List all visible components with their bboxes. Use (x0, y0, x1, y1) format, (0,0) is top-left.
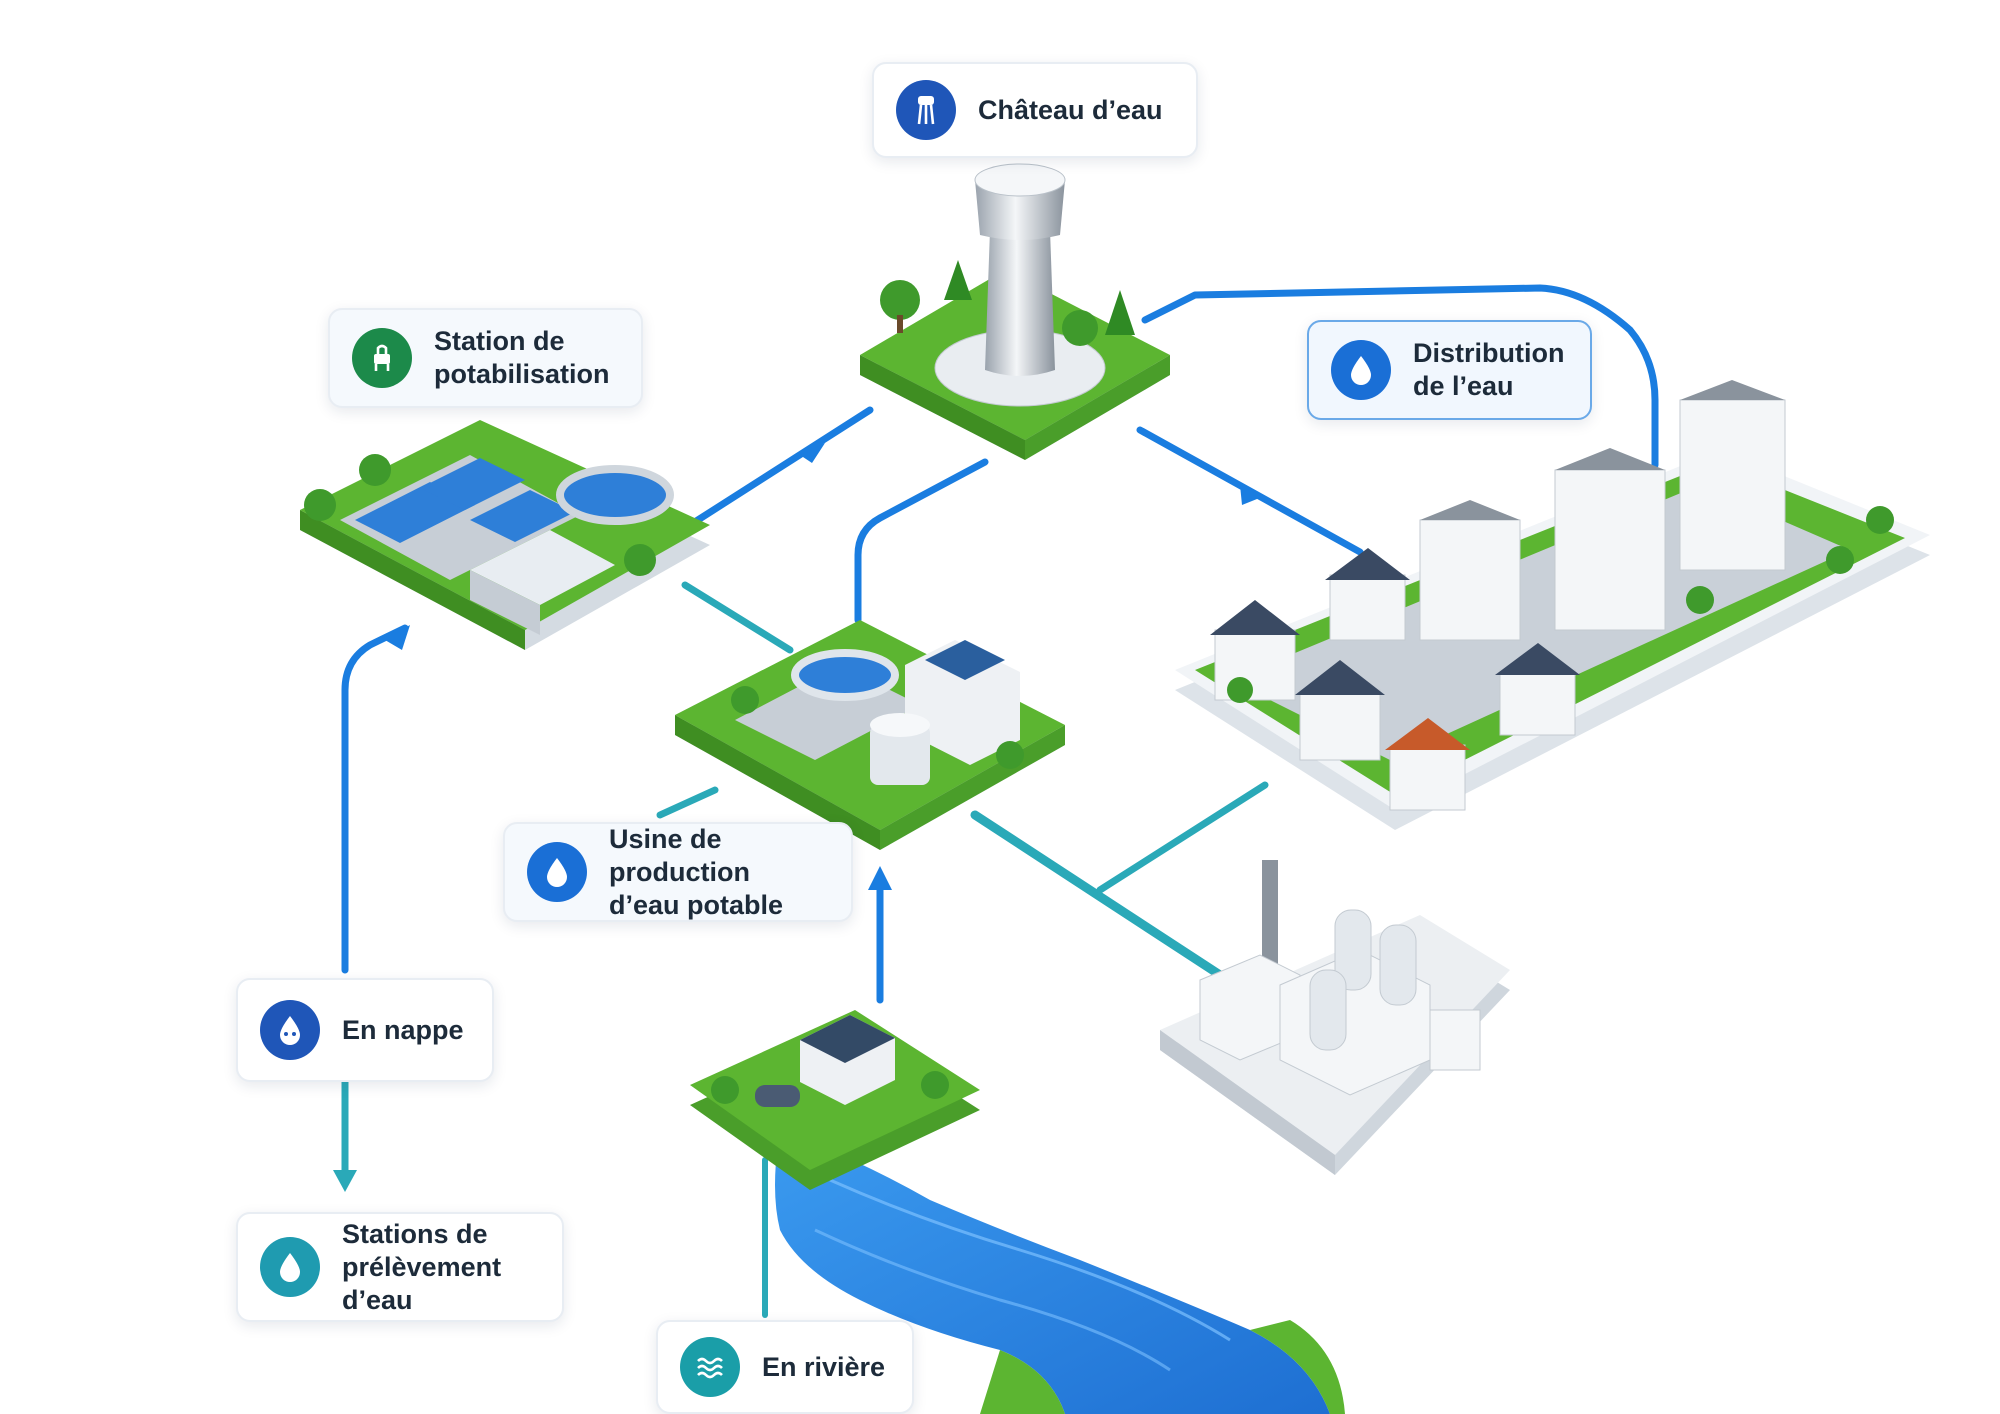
label-text: Station de potabilisation (434, 326, 610, 389)
pipe-potabilisation-to-chateau (686, 406, 874, 529)
distribution-tile (1175, 380, 1930, 830)
arrow-right-icon (800, 443, 825, 463)
label-en-nappe: En nappe (236, 978, 494, 1082)
water-drop-icon (1331, 340, 1391, 400)
arrow-down-icon (333, 1170, 357, 1192)
pipe-potabilisation-to-usine (681, 581, 794, 654)
label-text: Château d’eau (978, 94, 1163, 125)
waves-icon (680, 1337, 740, 1397)
arrow-right-icon (1240, 485, 1262, 505)
pipe-usine-to-chateau (854, 458, 989, 624)
industry-tile (1160, 860, 1510, 1175)
label-chateau-deau: Château d’eau (872, 62, 1198, 158)
pipe-chateau-to-buildings (1141, 284, 1659, 469)
arrow-up-icon (385, 625, 410, 650)
pipe-usine-to-label (656, 786, 719, 819)
potabilisation-tile (300, 420, 710, 650)
water-tower-icon (896, 80, 956, 140)
label-en-riviere: En rivière (656, 1320, 914, 1414)
label-text: Stations de prélèvement d’eau (342, 1218, 502, 1315)
water-drop-icon (260, 1237, 320, 1297)
water-tower-tile (860, 163, 1170, 460)
usine-tile (675, 620, 1065, 850)
plant-icon (352, 328, 412, 388)
pipe-distribution-to-industry (1096, 781, 1269, 894)
label-distribution-eau: Distribution de l’eau (1307, 320, 1592, 420)
flow-arrows (333, 443, 1262, 1192)
label-text: Usine de production d’eau potable (609, 823, 784, 920)
pipe-nappe-to-potabilisation (341, 624, 409, 974)
arrow-up-icon (868, 866, 892, 890)
label-text: En rivière (762, 1351, 886, 1382)
label-text: Distribution de l’eau (1413, 338, 1565, 401)
water-drop-icon (260, 1000, 320, 1060)
intake-tile (690, 1010, 980, 1190)
river (775, 1130, 1345, 1414)
pipe-usine-to-industry (970, 810, 1225, 980)
label-usine-production: Usine de production d’eau potable (503, 822, 853, 922)
label-text: En nappe (342, 1014, 464, 1045)
label-station-potabilisation: Station de potabilisation (328, 308, 643, 408)
label-stations-prelevement: Stations de prélèvement d’eau (236, 1212, 564, 1322)
water-drop-icon (527, 842, 587, 902)
